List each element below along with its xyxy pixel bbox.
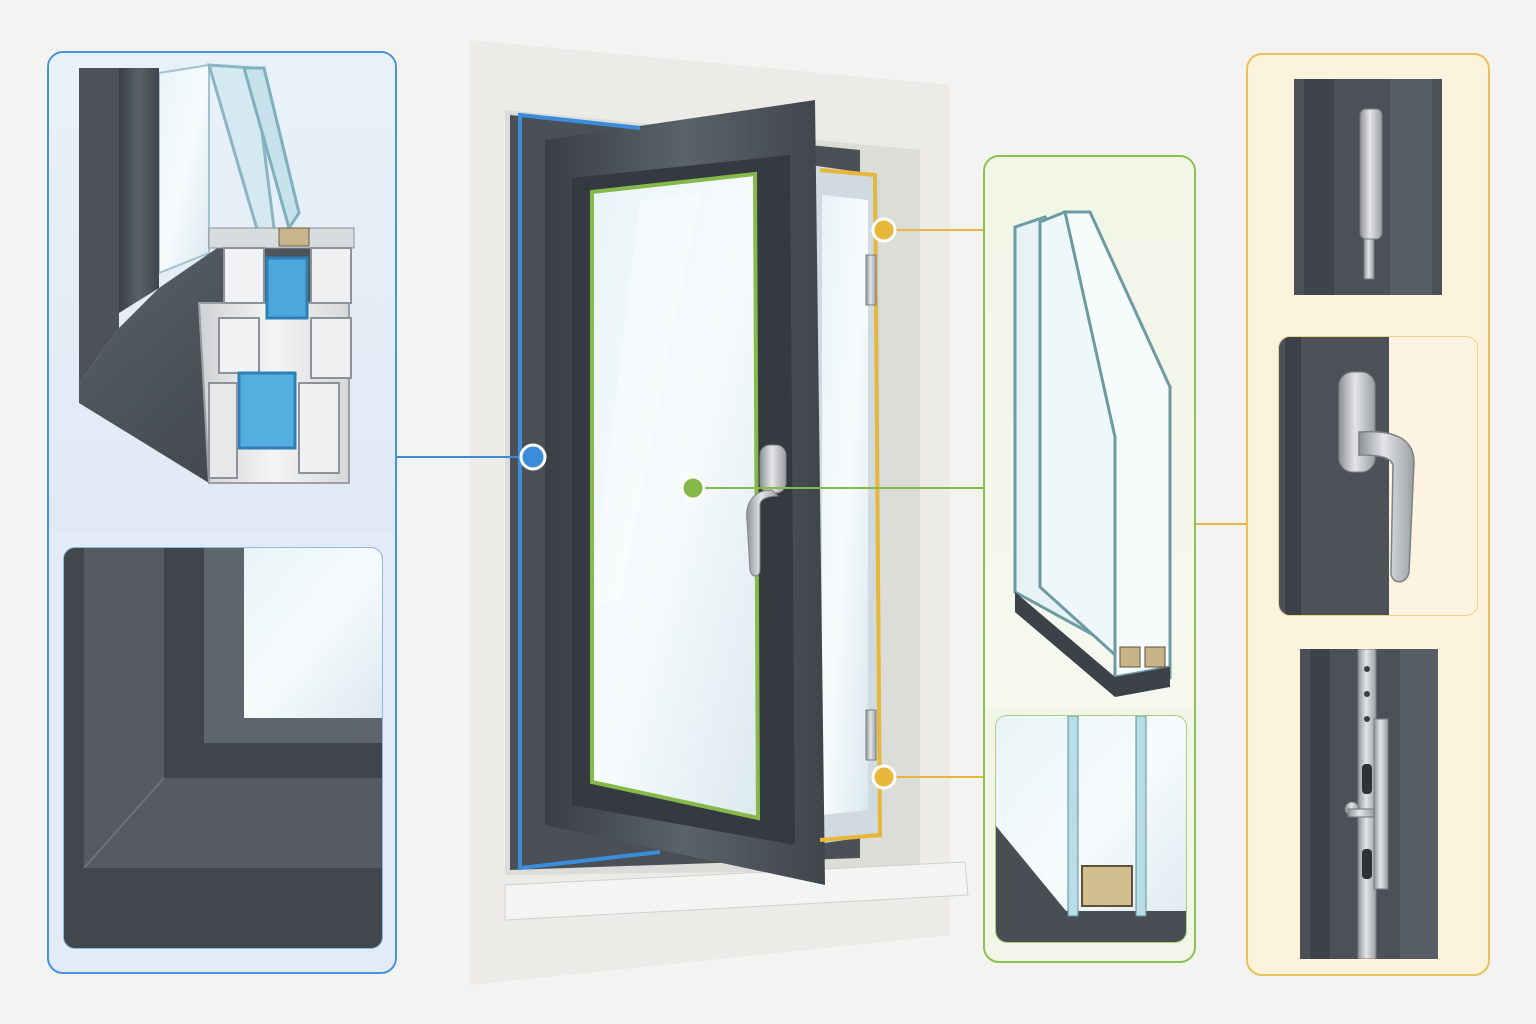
- handle-detail: [1278, 336, 1478, 616]
- frame-detail-panel: [47, 51, 397, 974]
- profile-cross-section: [49, 53, 395, 533]
- triple-glazing-unit: [985, 157, 1194, 707]
- glazing-detail-panel: [983, 155, 1196, 963]
- frame-corner-detail: [63, 547, 383, 949]
- lock-mechanism-detail: [1300, 649, 1438, 959]
- hinge-detail: [1294, 79, 1442, 295]
- glazing-edge-spacer-detail: [995, 715, 1187, 943]
- hardware-detail-panel: [1246, 53, 1490, 976]
